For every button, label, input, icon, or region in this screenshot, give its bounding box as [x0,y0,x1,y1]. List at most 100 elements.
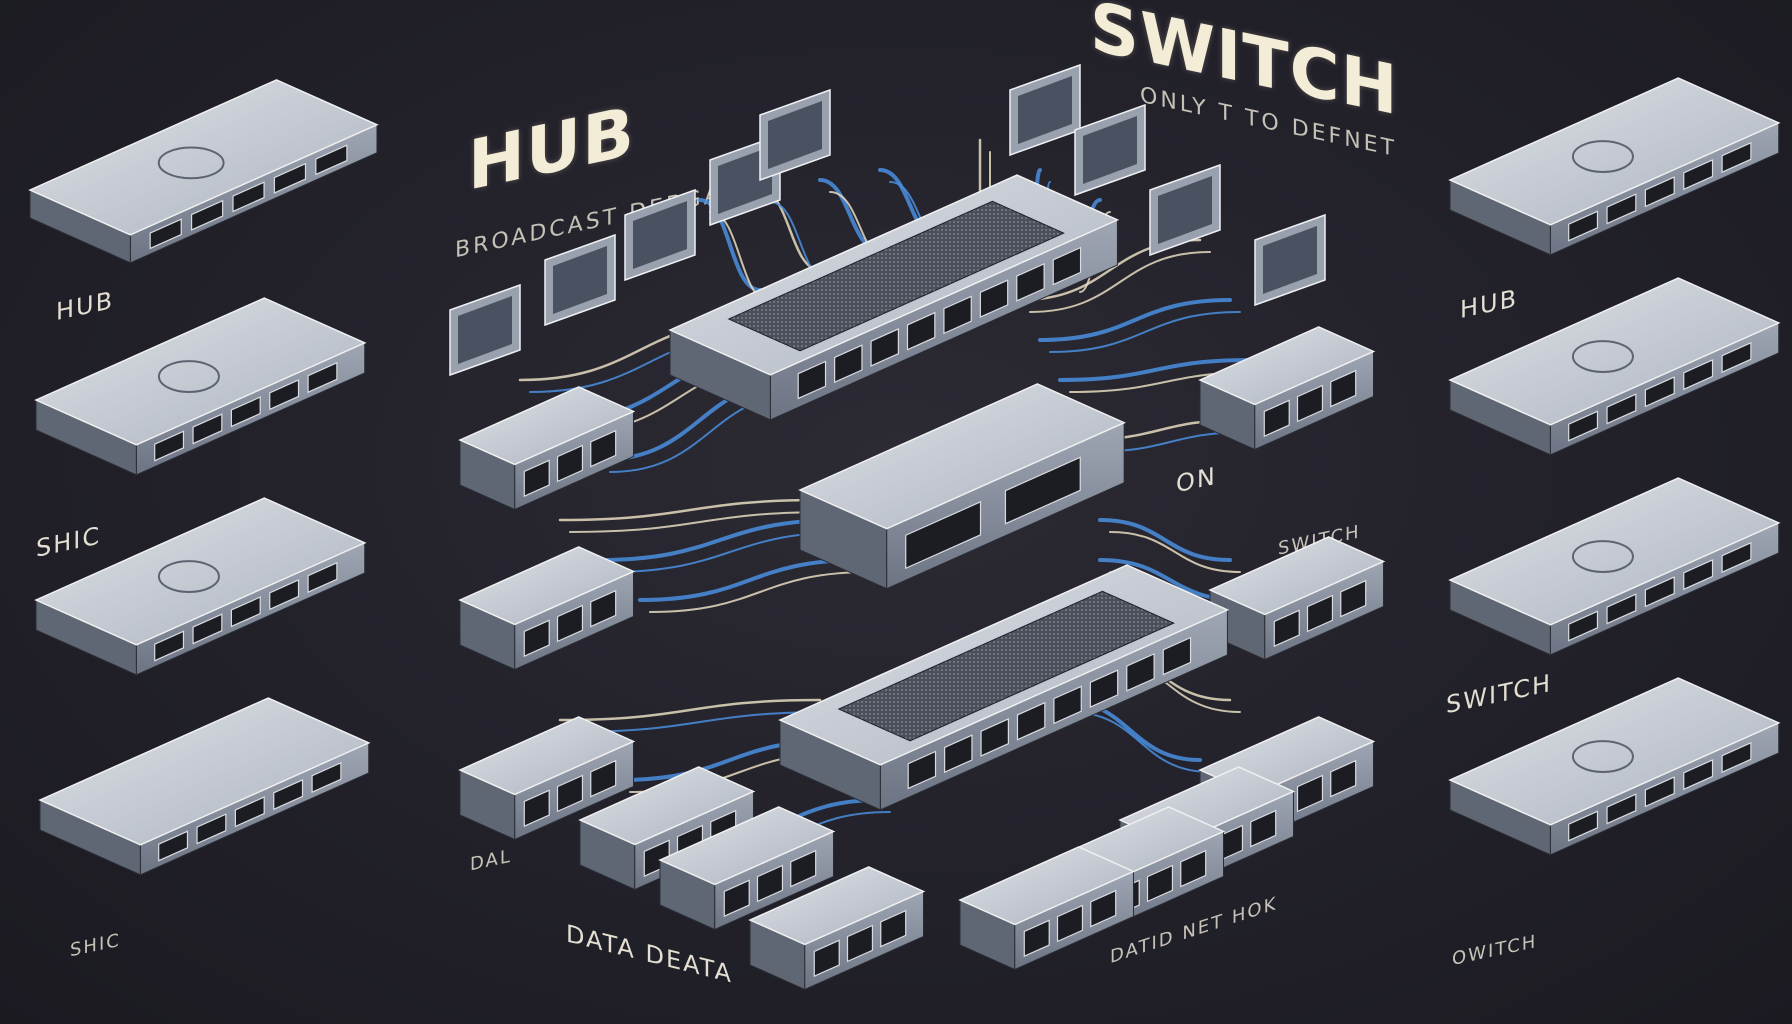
rj45-port [1568,210,1599,242]
rj45-port [192,613,223,645]
rj45-port [723,879,750,918]
rj45-port [1056,904,1084,943]
rj45-port [1721,541,1752,574]
left-hub-2 [34,297,367,476]
rj45-port [556,444,584,483]
rj45-port [154,630,185,662]
rj45-port [190,199,224,231]
rj45-port [905,500,982,570]
monitor-icon [1254,213,1326,307]
rj45-port [1568,610,1599,642]
rj45-port [880,909,907,948]
endpoint-device-2 [458,716,636,841]
right-switch-1 [1448,77,1781,256]
right-switch-4 [1448,677,1781,856]
rj45-port [1683,359,1714,391]
rj45-port [273,162,307,194]
rj45-port [1340,579,1367,618]
center-switch-device [798,383,1126,590]
monitor-icon [624,188,696,282]
right-switch-2 [1448,277,1781,456]
endpoint-device-7 [1208,536,1386,661]
rj45-port [1683,159,1714,191]
rj45-port [230,396,261,428]
right-switch-3 [1448,477,1781,656]
rj45-port [906,311,936,351]
rj45-port [1016,262,1045,302]
endpoint-device-1 [458,546,636,671]
rj45-port [1721,141,1752,174]
monitor-icon [1009,63,1081,157]
monitor-icon [759,88,831,182]
endpoint-device-4 [658,806,836,931]
rj45-port [1606,193,1637,225]
rj45-port [797,360,827,400]
rj45-port [523,789,550,828]
rj45-port [1250,809,1277,848]
rj45-port [1016,701,1046,741]
endpoint-device-0 [458,386,636,511]
rj45-port [1296,384,1324,423]
rj45-port [1568,410,1599,442]
rj45-port [315,144,348,176]
rj45-port [307,361,338,394]
rj45-port [556,774,584,813]
rj45-port [1126,652,1155,692]
monitor-icon [1149,163,1221,257]
rj45-port [1606,793,1637,825]
endpoint-device-6 [1198,326,1376,451]
rj45-port [943,295,972,335]
rj45-port [192,413,223,445]
rj45-port [311,761,342,794]
rj45-port [590,589,617,628]
switch-device [778,564,1230,811]
rj45-port [1273,609,1300,648]
rj45-port [1721,341,1752,374]
rj45-port [980,718,1009,757]
rj45-port [232,181,265,213]
rj45-port [1263,399,1290,438]
rj45-port [234,796,265,828]
rj45-port [273,779,304,811]
rj45-port [1004,456,1081,525]
rj45-port [1306,594,1334,633]
rj45-port [1568,810,1599,842]
rj45-port [907,750,937,790]
rj45-port [1330,369,1357,408]
rj45-port [756,864,784,903]
rj45-port [834,344,863,384]
rj45-port [1162,636,1192,676]
rj45-port [230,596,261,628]
rj45-port [870,328,899,367]
monitor-icon [1074,103,1146,197]
rj45-port [790,849,817,888]
rj45-port [1683,759,1714,791]
rj45-port [1090,889,1117,928]
rj45-port [523,459,550,498]
rj45-port [1644,776,1675,808]
rj45-port [1606,393,1637,425]
rj45-port [1644,376,1675,408]
rj45-port [196,813,227,845]
rj45-port [556,604,584,643]
rj45-port [979,279,1009,319]
rj45-port [154,430,185,462]
rj45-port [307,561,338,594]
rj45-port [1606,593,1637,625]
rj45-port [1053,685,1082,725]
rj45-port [1721,741,1752,774]
endpoint-device-5 [748,866,926,991]
rj45-port [1052,246,1082,286]
rj45-port [813,939,840,978]
rj45-port [523,619,550,658]
endpoint-device-11 [958,846,1136,971]
rj45-port [944,734,973,774]
rj45-port [158,830,189,862]
rj45-port [1296,774,1324,813]
rj45-port [846,924,874,963]
monitor-icon [544,233,616,327]
rj45-port [1644,576,1675,608]
left-hub-4 [38,697,371,876]
rj45-port [590,429,617,468]
